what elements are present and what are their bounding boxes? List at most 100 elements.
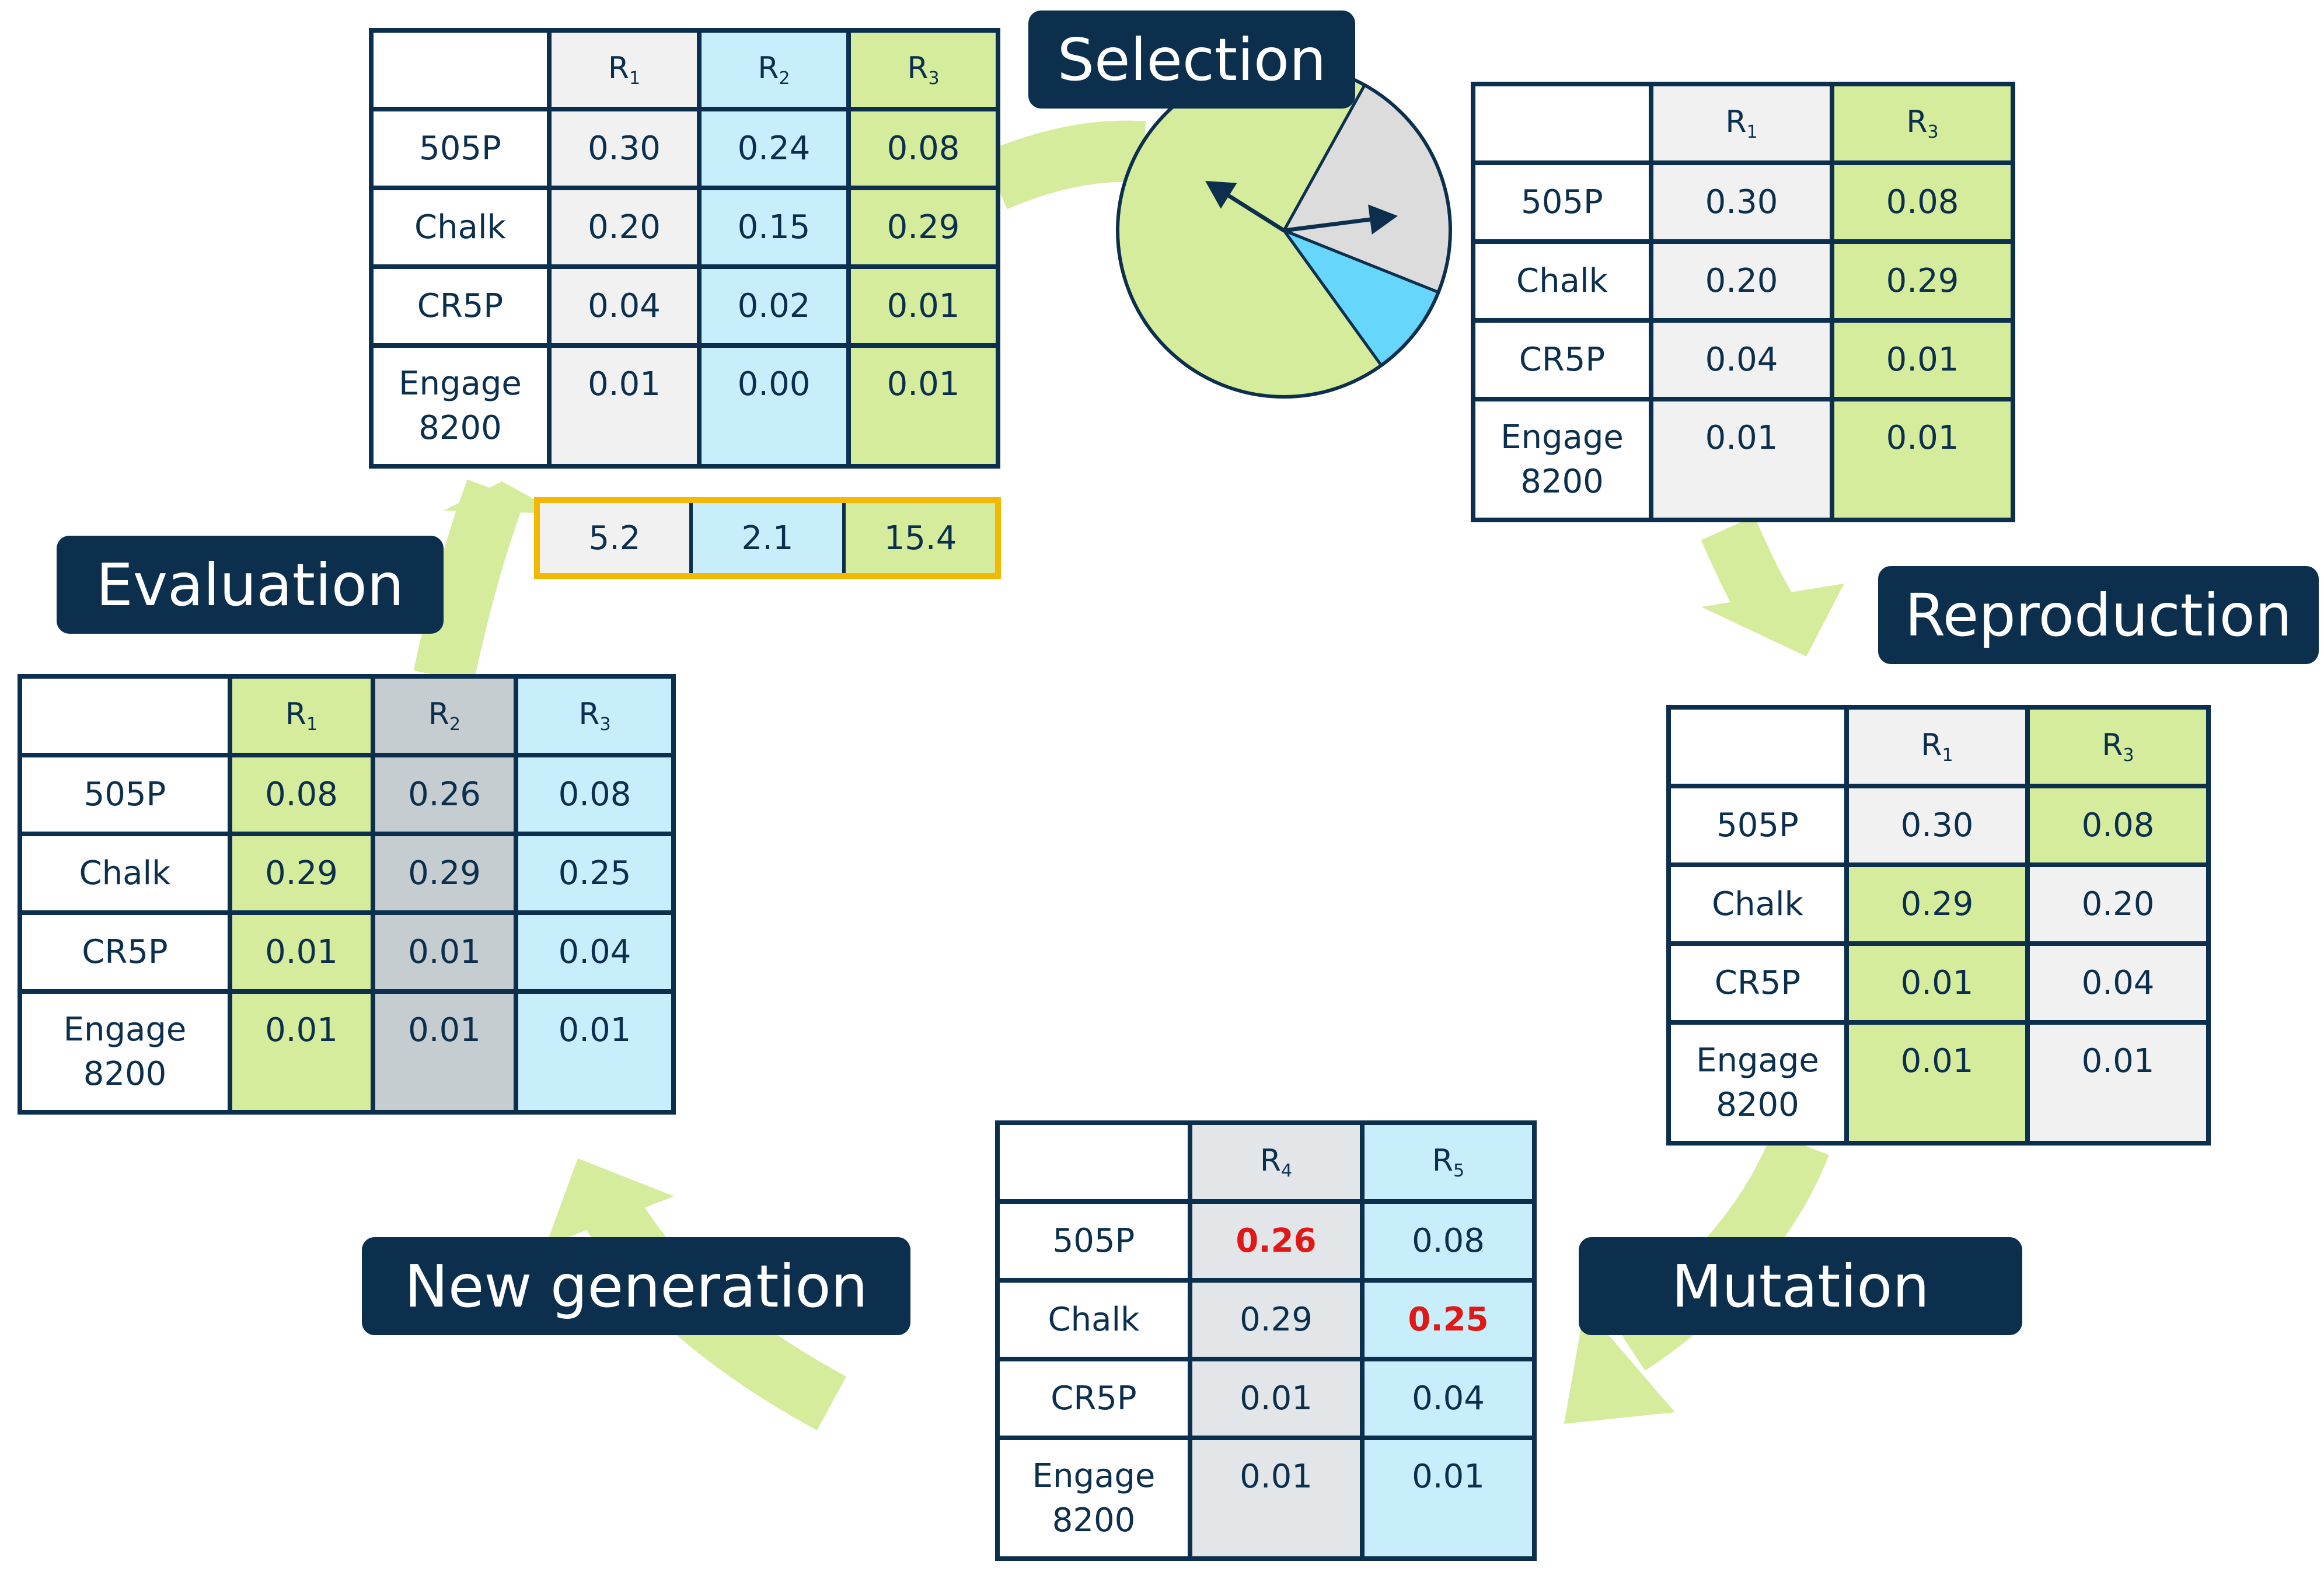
evaluation-label: Evaluation bbox=[57, 536, 444, 634]
table-row: Chalk 0.20 0.15 0.29 bbox=[369, 186, 1000, 269]
table-cell: 0.29 bbox=[1188, 1278, 1365, 1361]
table-corner bbox=[1471, 82, 1653, 165]
table-row: Chalk 0.20 0.29 bbox=[1471, 239, 2015, 323]
table-row: 505P 0.30 0.24 0.08 bbox=[369, 107, 1000, 190]
roulette-pointer-b-shaft bbox=[1283, 217, 1370, 233]
table-cell: 0.20 bbox=[547, 186, 702, 269]
table-cell: 0.01 bbox=[846, 264, 1000, 348]
mutated-cell: 0.25 bbox=[1360, 1278, 1537, 1361]
table-cell: 0.01 bbox=[371, 910, 518, 994]
col-header-r2: R2 bbox=[371, 674, 518, 757]
row-label-505p: 505P bbox=[369, 107, 552, 190]
table-cell: 0.01 bbox=[228, 989, 375, 1115]
table-corner bbox=[995, 1120, 1192, 1204]
table-cell: 0.25 bbox=[514, 832, 676, 915]
table-row: 505P 0.26 0.08 bbox=[995, 1199, 1537, 1283]
table-cell: 0.00 bbox=[697, 343, 851, 469]
table-cell: 0.15 bbox=[697, 186, 851, 269]
table-cell: 0.29 bbox=[1830, 239, 2015, 323]
table-cell: 0.01 bbox=[846, 343, 1000, 469]
table-corner bbox=[18, 674, 232, 757]
col-header-r4: R4 bbox=[1188, 1120, 1365, 1204]
table-cell: 0.08 bbox=[2025, 784, 2211, 867]
table-cell: 0.01 bbox=[1844, 1020, 2030, 1146]
col-header-r3: R3 bbox=[1830, 82, 2015, 165]
row-label-chalk: Chalk bbox=[18, 832, 232, 915]
table-row: CR5P 0.01 0.04 bbox=[1666, 941, 2211, 1025]
table-cell: 0.30 bbox=[1844, 784, 2030, 867]
table-cell: 0.02 bbox=[697, 264, 851, 348]
table-corner bbox=[369, 28, 552, 111]
col-header-r1: R1 bbox=[1649, 82, 1834, 165]
col-header-r1: R1 bbox=[547, 28, 702, 111]
table-cell: 0.29 bbox=[371, 832, 518, 915]
table-cell: 0.01 bbox=[1830, 397, 2015, 522]
table-cell: 0.01 bbox=[514, 989, 676, 1115]
col-header-r3: R3 bbox=[2025, 705, 2211, 788]
table-cell: 0.08 bbox=[1360, 1199, 1537, 1283]
table-cell: 0.29 bbox=[846, 186, 1000, 269]
row-label-cr5p: CR5P bbox=[18, 910, 232, 994]
col-header-r1: R1 bbox=[1844, 705, 2030, 788]
row-label-chalk: Chalk bbox=[1666, 862, 1849, 946]
arrow-to-selection bbox=[983, 120, 1146, 209]
table-cell: 0.24 bbox=[697, 107, 851, 190]
col-header-r3: R3 bbox=[514, 674, 676, 757]
table-cell: 0.08 bbox=[228, 753, 375, 836]
selection-label: Selection bbox=[1028, 11, 1355, 109]
row-label-cr5p: CR5P bbox=[1471, 318, 1653, 401]
table-cell: 0.01 bbox=[2025, 1020, 2211, 1146]
new-generation-table: R1 R2 R3 505P 0.08 0.26 0.08 Chalk 0.29 … bbox=[18, 674, 676, 1115]
row-label-505p: 505P bbox=[1471, 160, 1653, 244]
table-cell: 0.01 bbox=[1649, 397, 1834, 522]
col-header-r5: R5 bbox=[1360, 1120, 1537, 1204]
row-label-cr5p: CR5P bbox=[995, 1357, 1192, 1440]
selected-table: R1 R3 505P 0.30 0.08 Chalk 0.20 0.29 CR5… bbox=[1471, 82, 2015, 522]
table-row: CR5P 0.01 0.04 bbox=[995, 1357, 1537, 1440]
table-cell: 0.20 bbox=[1649, 239, 1834, 323]
arrow-to-population bbox=[413, 479, 560, 684]
table-cell: 0.30 bbox=[547, 107, 702, 190]
table-cell: 0.30 bbox=[1649, 160, 1834, 244]
arrow-to-reproduction bbox=[1701, 516, 1844, 656]
row-label-505p: 505P bbox=[18, 753, 232, 836]
table-row: 505P 0.30 0.08 bbox=[1666, 784, 2211, 867]
row-label-chalk: Chalk bbox=[369, 186, 552, 269]
table-cell: 0.01 bbox=[1188, 1357, 1365, 1440]
col-header-r3: R3 bbox=[846, 28, 1000, 111]
table-row: CR5P 0.04 0.02 0.01 bbox=[369, 264, 1000, 348]
fitness-r1: 5.2 bbox=[540, 503, 689, 573]
table-cell: 0.29 bbox=[1844, 862, 2030, 946]
roulette-pointer-a-shaft bbox=[1227, 194, 1285, 232]
roulette-pointer-b-head bbox=[1368, 204, 1398, 235]
table-cell: 0.26 bbox=[371, 753, 518, 836]
population-table: R1 R2 R3 505P 0.30 0.24 0.08 Chalk 0.20 … bbox=[369, 28, 1000, 469]
table-cell: 0.01 bbox=[1360, 1436, 1537, 1561]
table-cell: 0.08 bbox=[846, 107, 1000, 190]
table-row: 505P 0.08 0.26 0.08 bbox=[18, 753, 676, 836]
row-label-cr5p: CR5P bbox=[1666, 941, 1849, 1025]
table-corner bbox=[1666, 705, 1849, 788]
row-label-chalk: Chalk bbox=[1471, 239, 1653, 323]
table-cell: 0.01 bbox=[228, 910, 375, 994]
mutated-table: R4 R5 505P 0.26 0.08 Chalk 0.29 0.25 CR5… bbox=[995, 1120, 1537, 1561]
row-label-505p: 505P bbox=[1666, 784, 1849, 867]
table-cell: 0.20 bbox=[2025, 862, 2211, 946]
reproduction-label: Reproduction bbox=[1878, 566, 2319, 664]
table-cell: 0.08 bbox=[1830, 160, 2015, 244]
mutation-label: Mutation bbox=[1579, 1237, 2022, 1335]
fitness-r3: 15.4 bbox=[842, 503, 995, 573]
table-cell: 0.04 bbox=[514, 910, 676, 994]
fitness-r2: 2.1 bbox=[689, 503, 842, 573]
row-label-505p: 505P bbox=[995, 1199, 1192, 1283]
table-cell: 0.04 bbox=[1360, 1357, 1537, 1440]
table-row: CR5P 0.01 0.01 0.04 bbox=[18, 910, 676, 994]
table-cell: 0.01 bbox=[1844, 941, 2030, 1025]
